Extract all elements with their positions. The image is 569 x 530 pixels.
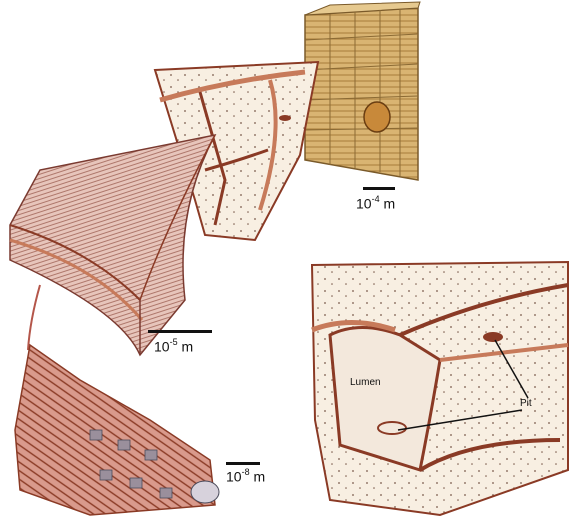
scale-bar-1e-4 xyxy=(363,187,395,190)
pit-top xyxy=(483,332,503,342)
scale-bar-1e-5 xyxy=(148,330,212,333)
vessel-pore xyxy=(364,102,390,132)
scale-label-1e-4: 10-4 m xyxy=(356,195,395,212)
zoom-connector xyxy=(28,285,40,350)
scale-label-1e-8: 10-8 m xyxy=(226,468,265,485)
lumen-label: Lumen xyxy=(350,377,381,388)
cell-lumen-detail xyxy=(312,262,568,515)
scale-bar-1e-8 xyxy=(226,462,260,465)
scale-label-1e-5: 10-5 m xyxy=(154,338,193,355)
pit-label: Pit xyxy=(520,398,532,409)
cell-wall-layers xyxy=(10,135,215,355)
fibril-bundles xyxy=(15,345,219,515)
wood-block xyxy=(305,2,420,180)
